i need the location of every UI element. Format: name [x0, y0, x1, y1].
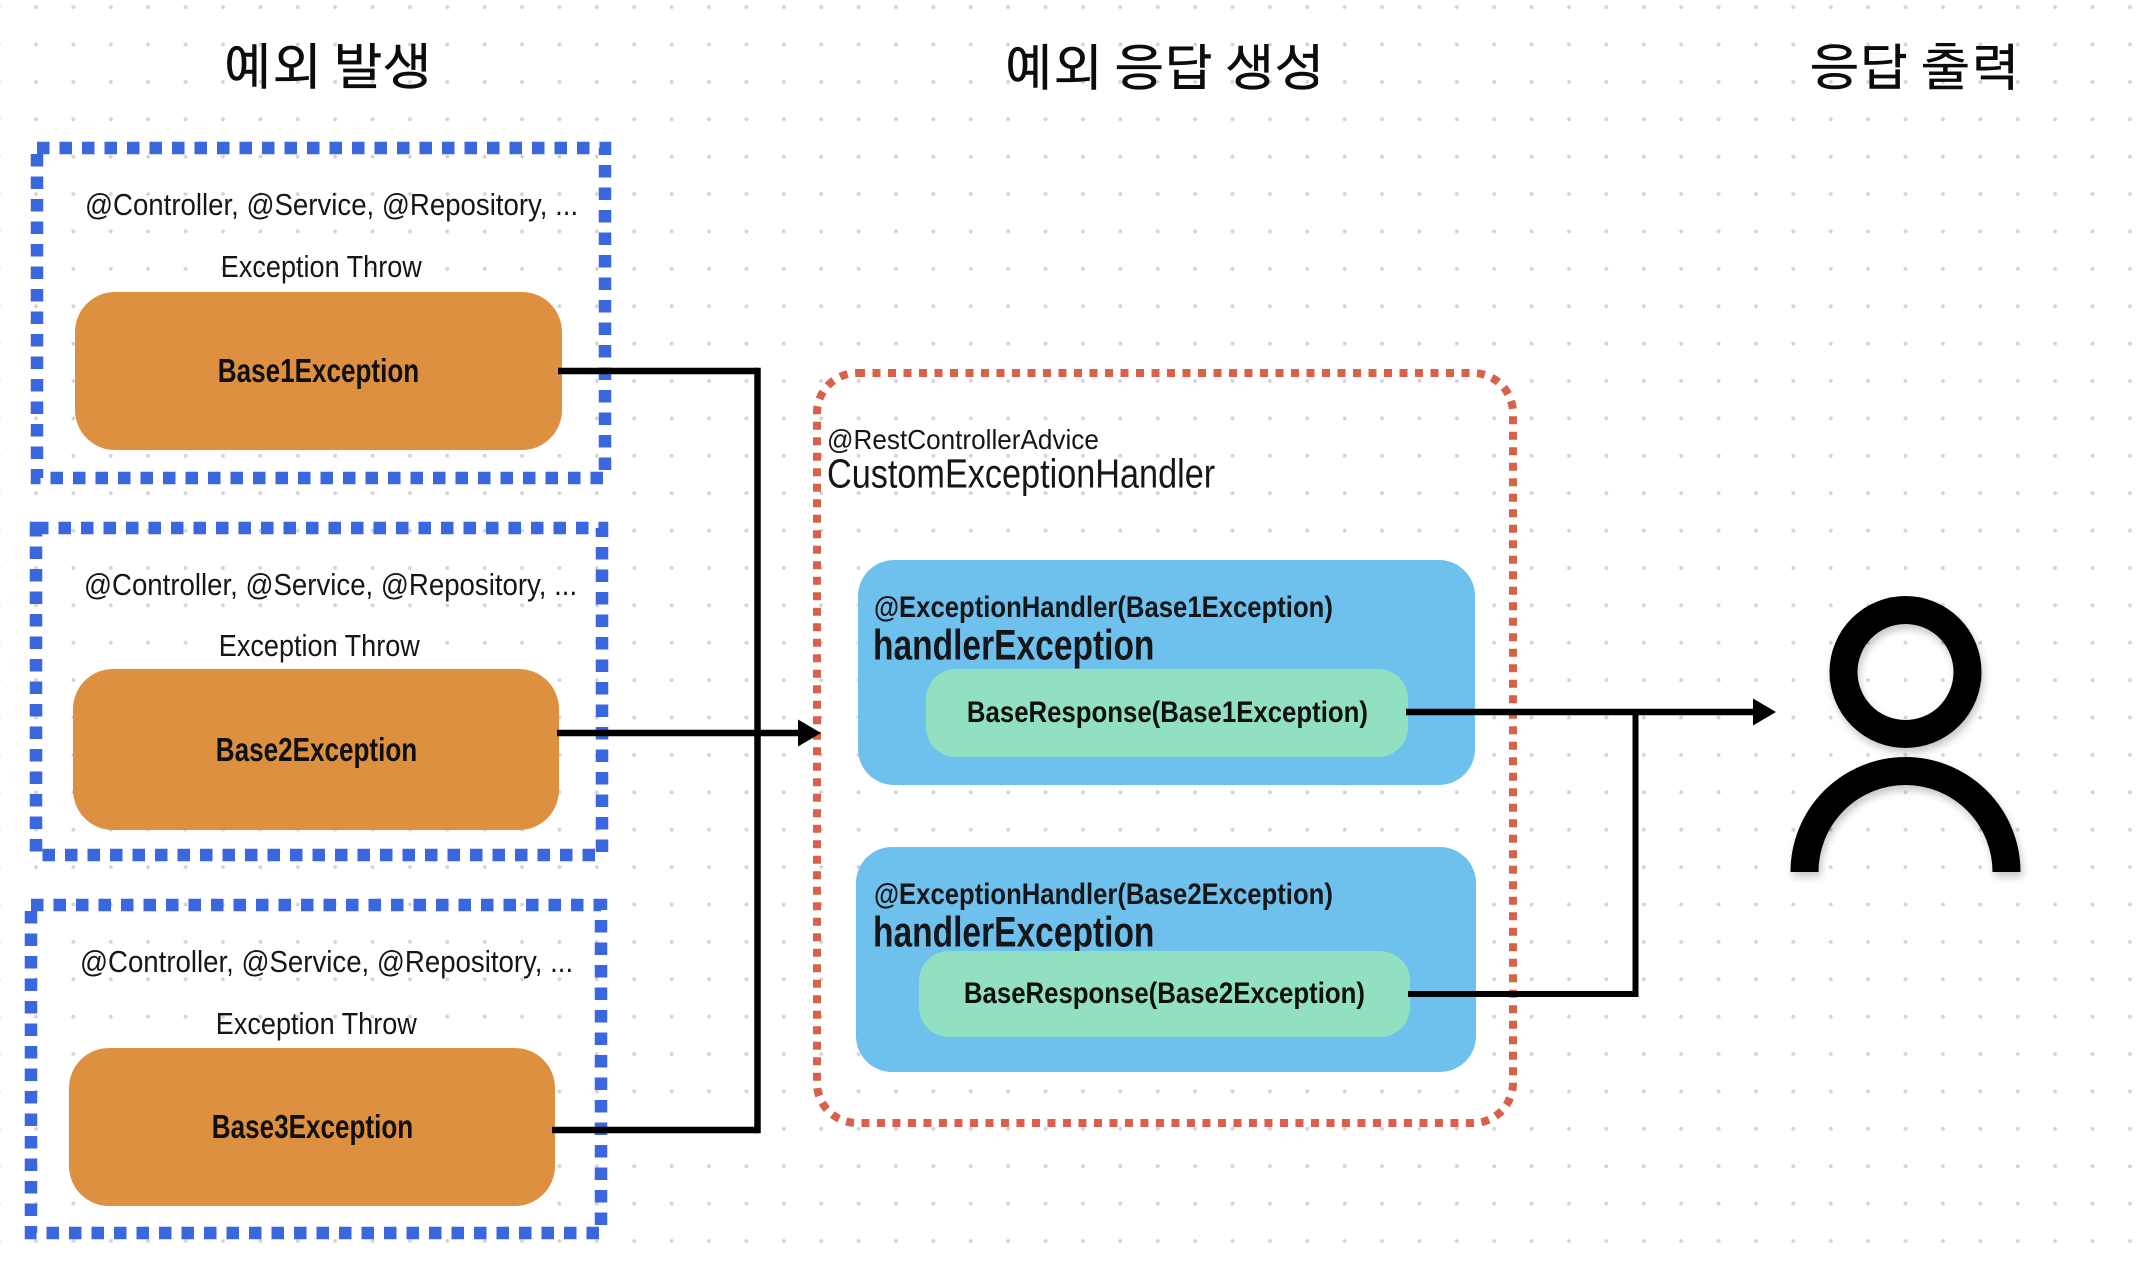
response-box-2: BaseResponse(Base2Exception) — [919, 951, 1410, 1037]
column-title-exception-response-creation-vector — [1007, 44, 1319, 90]
handler-method-1: handlerException — [873, 621, 1155, 669]
exception-box-base3: Base3Exception — [69, 1048, 555, 1206]
column-title-exception-occurrence-glyphs — [227, 43, 427, 89]
handler-method-2: handlerException — [873, 908, 1155, 956]
handler-card-2: @ExceptionHandler(Base2Exception) handle… — [856, 847, 1476, 1072]
handler-card-1: @ExceptionHandler(Base1Exception) handle… — [858, 560, 1475, 785]
source-group-border-2 — [29, 521, 609, 862]
handler-class-name: CustomExceptionHandler — [827, 450, 1216, 497]
source-annotation-2: @Controller, @Service, @Repository, ... — [84, 567, 578, 602]
source-group-border-1 — [30, 141, 612, 485]
source-throw-2: Exception Throw — [218, 628, 420, 663]
exception-box-base1: Base1Exception — [75, 292, 562, 450]
handler-annotation-2: @ExceptionHandler(Base2Exception) — [874, 878, 1333, 911]
source-throw-1: Exception Throw — [220, 249, 422, 284]
exception-handler-border — [813, 369, 1517, 1127]
source-throw-3: Exception Throw — [215, 1006, 417, 1041]
source-annotation-3: @Controller, @Service, @Repository, ... — [80, 944, 574, 979]
advice-annotation: @RestControllerAdvice — [827, 424, 1099, 455]
exception-box-base2: Base2Exception — [73, 669, 559, 830]
handler-annotation-1: @ExceptionHandler(Base1Exception) — [874, 591, 1333, 624]
source-annotation-1: @Controller, @Service, @Repository, ... — [85, 187, 579, 222]
source-group-border-3 — [24, 898, 608, 1240]
response-box-1: BaseResponse(Base1Exception) — [926, 669, 1408, 757]
column-title-exception-response-creation-glyphs — [1007, 44, 1319, 90]
column-title-response-output-vector — [1811, 43, 2013, 90]
column-title-exception-occurrence-vector — [227, 43, 427, 89]
column-title-response-output-glyphs — [1811, 43, 2013, 90]
